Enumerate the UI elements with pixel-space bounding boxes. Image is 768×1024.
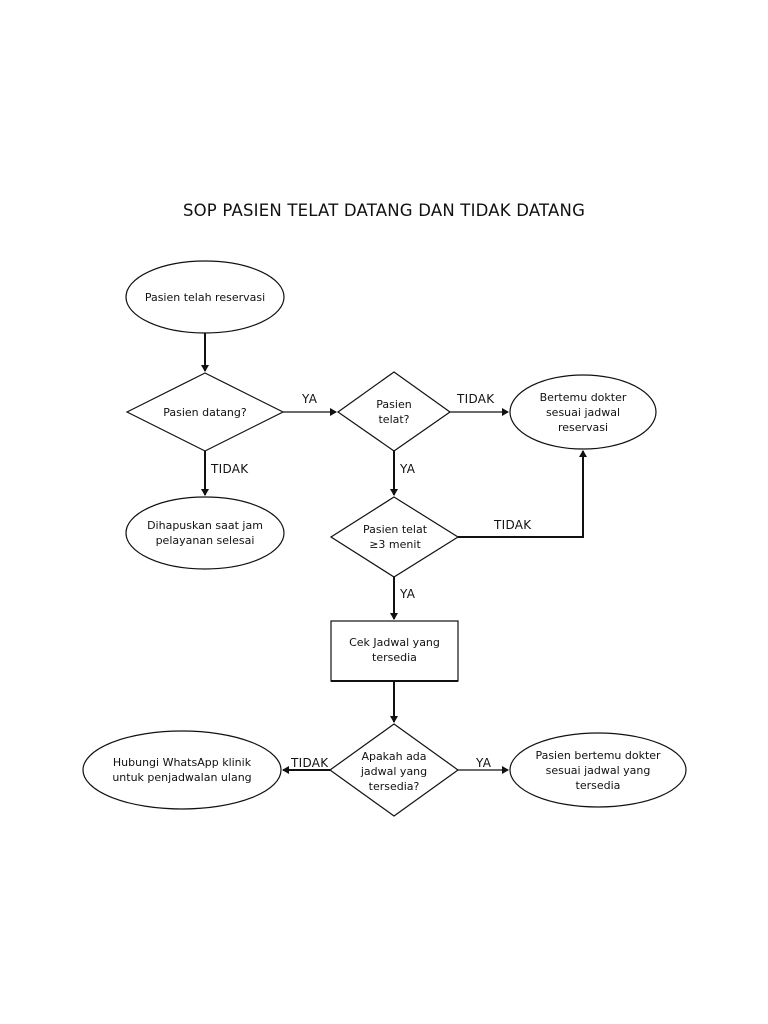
available-decision-diamond	[328, 723, 460, 817]
whatsapp-label: Hubungi WhatsApp klinik untuk penjadwala…	[112, 756, 252, 784]
removed-oval	[125, 496, 285, 570]
removed-label: Dihapuskan saat jam pelayanan selesai	[147, 519, 263, 547]
came-decision-label: Pasien datang?	[163, 405, 247, 419]
page-title: SOP PASIEN TELAT DATANG DAN TIDAK DATANG	[182, 201, 586, 220]
edge-late3-to-meet-reserved	[458, 450, 587, 538]
edge-label-available-no: TIDAK	[291, 756, 329, 770]
edge-label-available-yes: YA	[476, 756, 492, 770]
meet-reserved-label: Bertemu dokter sesuai jadwal reservasi	[539, 390, 627, 434]
check-schedule-label: Cek Jadwal yang tersedia	[349, 636, 440, 664]
edge-label-came-yes: YA	[302, 392, 318, 406]
late3-decision-label: Pasien telat ≥3 menit	[362, 523, 428, 551]
meet-reserved-oval	[509, 374, 657, 450]
edge-label-came-no: TIDAK	[211, 462, 249, 476]
meet-available-label: Pasien bertemu dokter sesuai jadwal yang…	[535, 748, 661, 792]
meet-available-oval	[509, 732, 687, 808]
edge-label-late-no: TIDAK	[457, 392, 495, 406]
edge-label-late3-no: TIDAK	[494, 518, 532, 532]
available-decision-label: Apakah ada jadwal yang tersedia?	[360, 749, 428, 793]
late-decision-label: Pasien telat?	[376, 398, 412, 426]
edge-label-late3-yes: YA	[400, 587, 416, 601]
start-label: Pasien telah reservasi	[144, 290, 266, 304]
edge-label-late-yes: YA	[400, 462, 416, 476]
check-schedule-box	[330, 620, 459, 682]
whatsapp-oval	[82, 730, 282, 810]
